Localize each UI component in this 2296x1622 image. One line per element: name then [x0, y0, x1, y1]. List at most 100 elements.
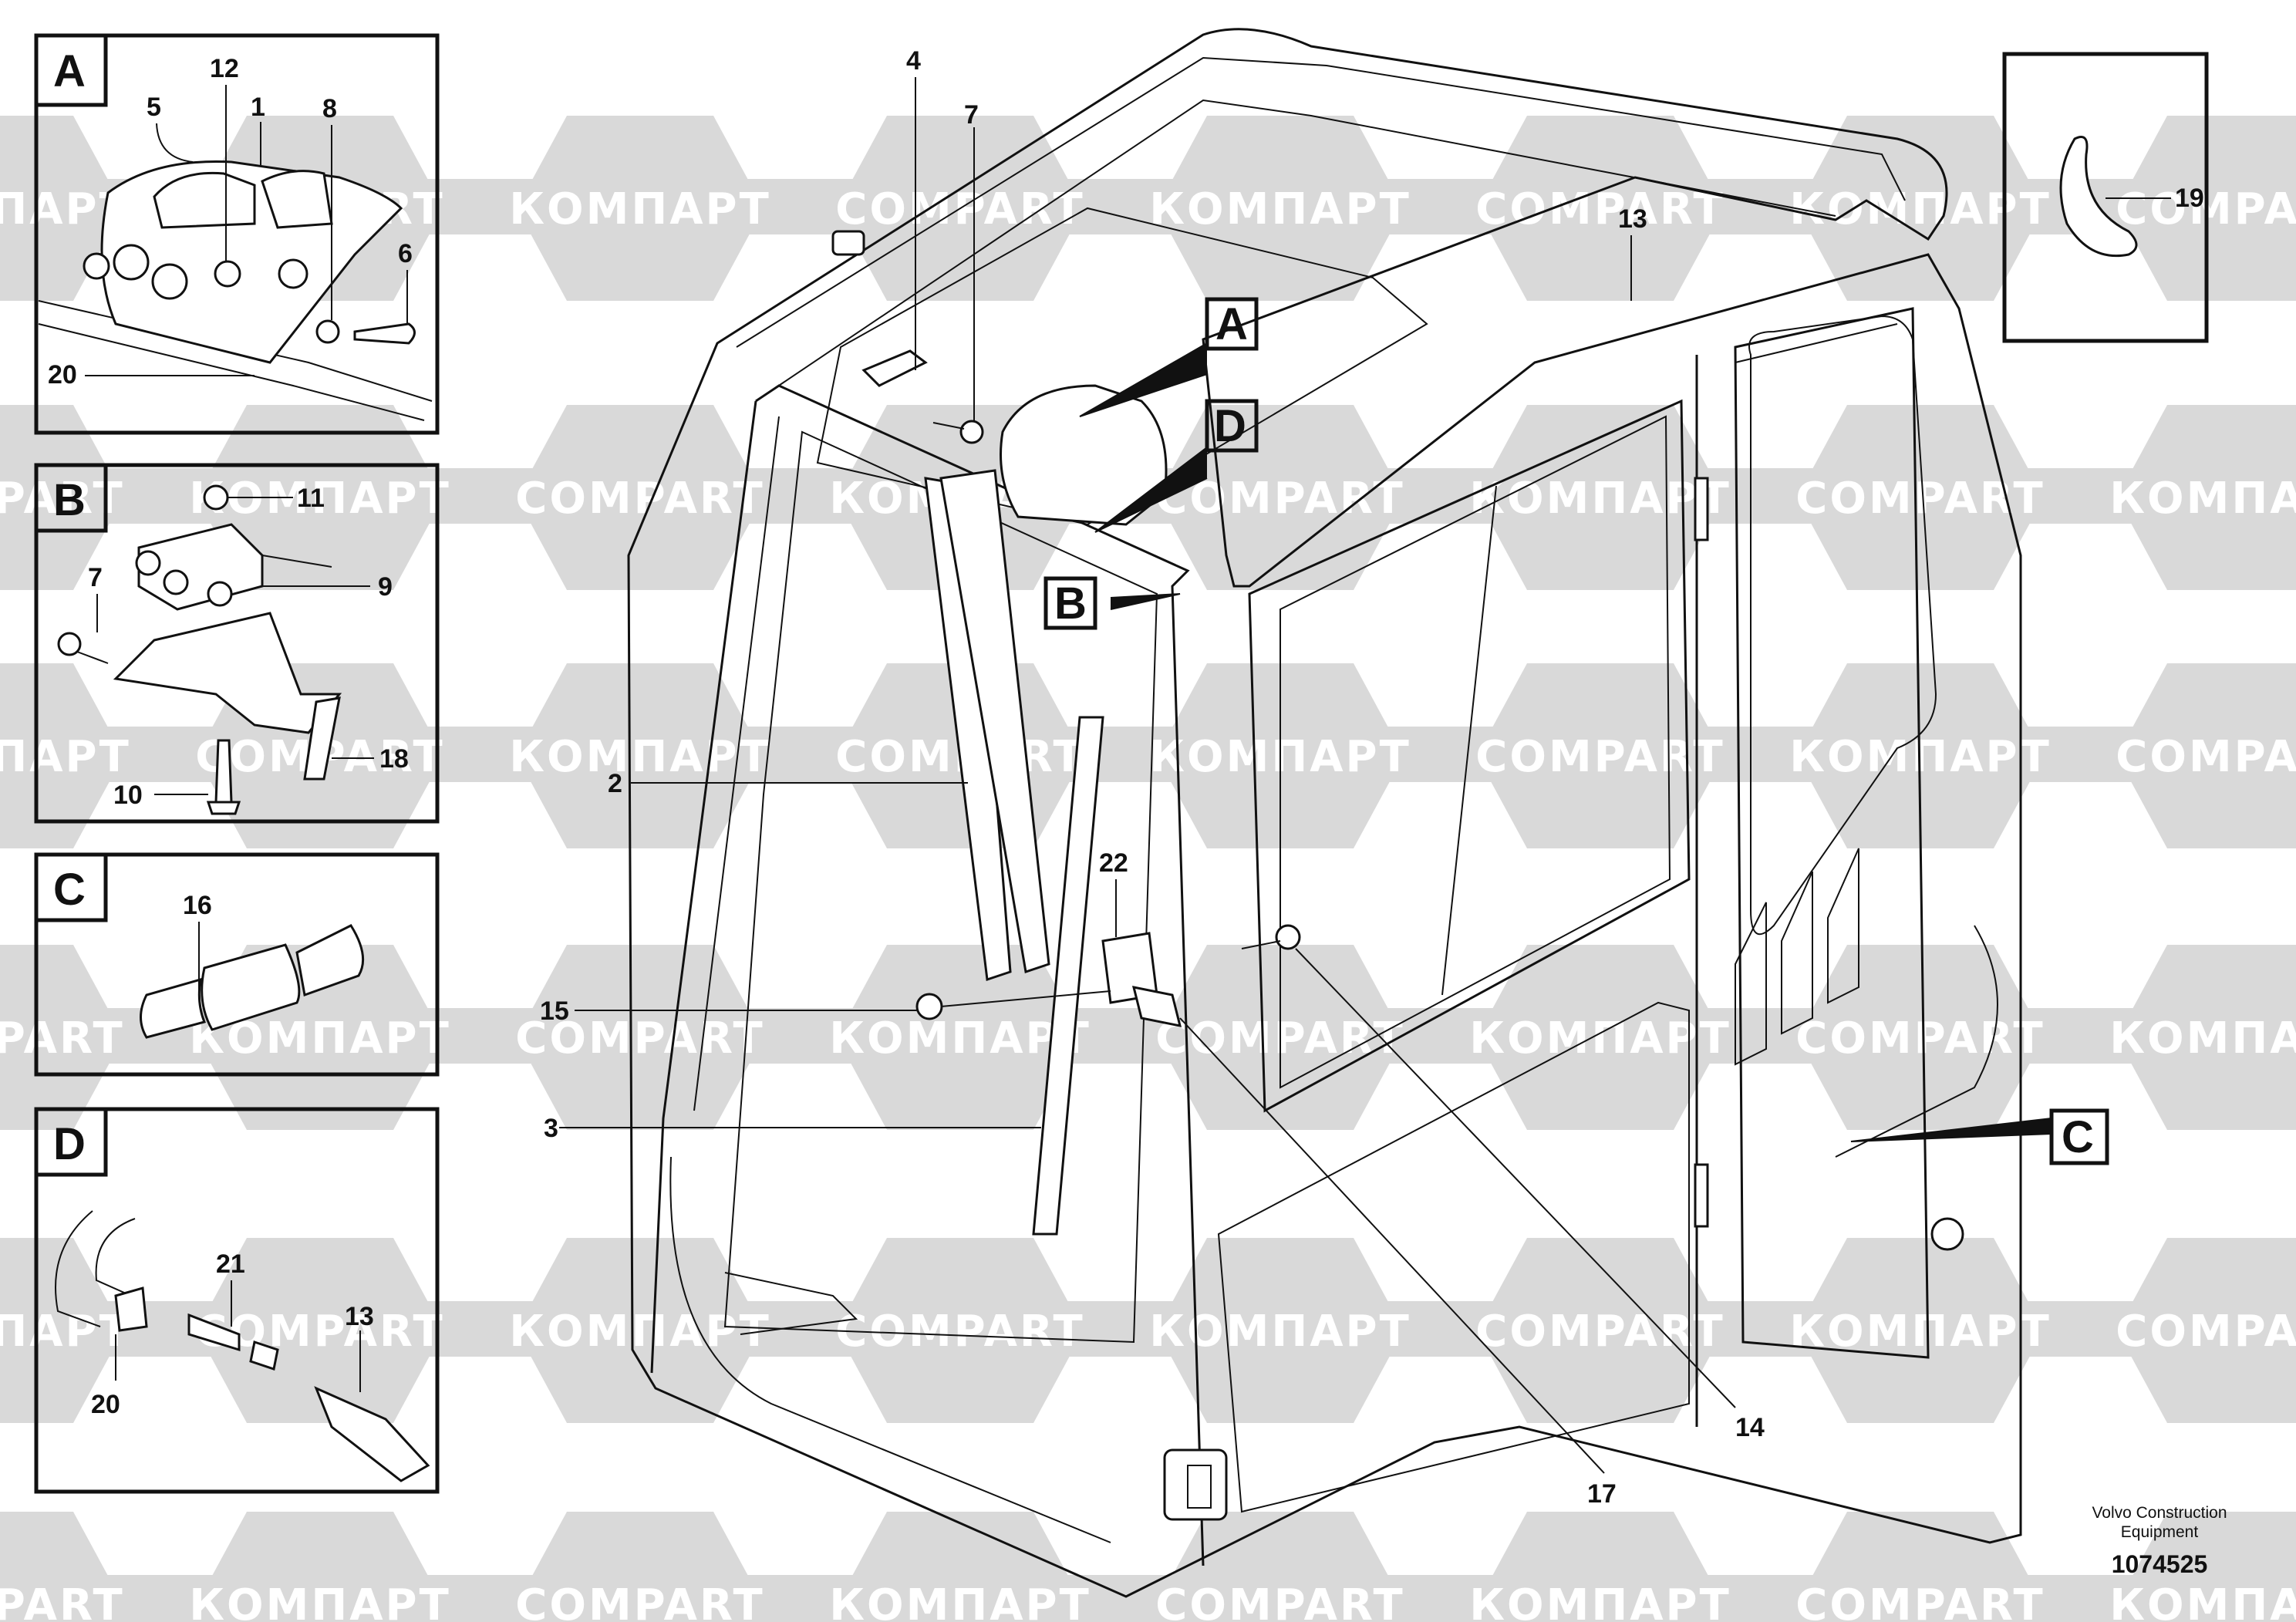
cab-drawing [627, 28, 2022, 1598]
detail-panel-b: B 11 9 7 18 10 [34, 463, 440, 824]
watermark-text: КОМПАРТ [509, 732, 771, 782]
detail-panel-d: D 21 13 20 [34, 1107, 440, 1494]
panel-b-callout-9: 9 [378, 572, 393, 602]
watermark-badge: COMPART [455, 405, 825, 590]
watermark-badge: COMPART [1095, 405, 1465, 590]
panel-d-callout-20: 20 [91, 1390, 120, 1419]
watermark-badge: КОМПАРТ [1415, 1512, 1785, 1622]
panel-a-callout-6: 6 [398, 239, 413, 268]
watermark-badge: КОМПАРТ [455, 116, 825, 301]
brand-line-1: Volvo Construction [2092, 1504, 2227, 1522]
watermark-text: COMPART [1155, 1580, 1404, 1622]
brand-line-2: Equipment [2121, 1523, 2199, 1541]
watermark-text: КОМПАРТ [1789, 1307, 2052, 1357]
panel-c-callout-16: 16 [183, 891, 212, 920]
panel-b-callout-7: 7 [88, 563, 103, 592]
panel-b-callout-18: 18 [379, 744, 409, 774]
panel-a-callout-5: 5 [147, 93, 161, 122]
ref-letter-a: A [1215, 299, 1248, 349]
detail-panel-c: C 16 [34, 852, 440, 1077]
watermark-text: COMPART [1475, 1307, 1725, 1357]
watermark-text: COMPART [515, 1013, 764, 1064]
watermark-text: КОМПАРТ [2109, 474, 2296, 524]
watermark-badge: COMPART [1735, 1512, 2106, 1622]
watermark-badge: КОМПАРТ [1415, 405, 1785, 590]
watermark-text: КОМПАРТ [1149, 732, 1411, 782]
watermark-badge: КОМПАРТ [455, 1238, 825, 1423]
watermark-badge: COMPART [0, 945, 185, 1130]
watermark-badge: COMPART [1735, 405, 2106, 590]
watermark-text: КОМПАРТ [1469, 474, 1731, 524]
watermark-text: КОМПАРТ [0, 732, 131, 782]
watermark-badge: КОМПАРТ [1415, 945, 1785, 1130]
panel-letter-c: C [53, 865, 86, 915]
watermark-badge: COMPART [2055, 663, 2296, 848]
main-leaders [559, 77, 2052, 1474]
watermark-text: КОМПАРТ [1469, 1013, 1731, 1064]
watermark-badge: COMPART [455, 945, 825, 1130]
watermark-text: COMPART [1795, 1013, 2045, 1064]
watermark-text: COMPART [1155, 1013, 1404, 1064]
watermark-text: COMPART [1475, 184, 1725, 234]
panel-a-callout-12: 12 [210, 54, 239, 83]
watermark-text: COMPART [1475, 732, 1725, 782]
watermark-text: COMPART [515, 474, 764, 524]
footer: Volvo Construction Equipment 1074525 [2092, 1504, 2227, 1578]
watermark-text: КОМПАРТ [189, 474, 451, 524]
callout-2: 2 [608, 769, 622, 798]
watermark-badge: КОМПАРТ [135, 1512, 505, 1622]
callout-15: 15 [540, 996, 569, 1026]
watermark-text: КОМПАРТ [829, 1580, 1091, 1622]
callout-4: 4 [906, 46, 921, 76]
panel-letter-b: B [53, 475, 86, 525]
callout-17: 17 [1587, 1479, 1617, 1509]
watermark-text: COMPART [1795, 474, 2045, 524]
panel-letter-a: A [53, 46, 86, 96]
watermark-badge: COMPART [1095, 1512, 1465, 1622]
panel-d-callout-21: 21 [216, 1249, 245, 1279]
watermark-text: КОМПАРТ [0, 1307, 131, 1357]
ref-letter-c: C [2062, 1112, 2094, 1162]
watermark-text: COMPART [2116, 732, 2296, 782]
panel-a-callout-8: 8 [322, 94, 337, 123]
watermark-badge: COMPART [1735, 945, 2106, 1130]
watermark-badge: COMPART [1415, 1238, 1785, 1423]
watermark-badge: КОМПАРТ [455, 663, 825, 848]
watermark-badge: КОМПАРТ [775, 1512, 1145, 1622]
callout-22: 22 [1099, 848, 1128, 878]
watermark-badge: КОМПАРТ [135, 405, 505, 590]
panel-a-callout-20: 20 [48, 360, 77, 389]
watermark-text: КОМПАРТ [1149, 184, 1411, 234]
watermark-badge: КОМПАРТ [2055, 1512, 2296, 1622]
watermark-badge: КОМПАРТ [1735, 1238, 2106, 1423]
watermark-text: КОМПАРТ [1789, 184, 2052, 234]
watermark-text: КОМПАРТ [1469, 1580, 1731, 1622]
inset-callout-19: 19 [2175, 184, 2204, 213]
watermark-badge: КОМПАРТ [1095, 1238, 1465, 1423]
watermark-text: COMPART [0, 474, 125, 524]
watermark-text: КОМПАРТ [1149, 1307, 1411, 1357]
watermark-badge: КОМПАРТ [2055, 945, 2296, 1130]
watermark-badge: КОМПАРТ [1095, 116, 1465, 301]
main-callouts: 4 7 13 2 22 15 3 14 17 [540, 46, 1765, 1509]
watermark-text: COMPART [2116, 1307, 2296, 1357]
callout-7: 7 [964, 100, 979, 130]
drawing-number: 1074525 [2112, 1550, 2208, 1578]
ref-letter-d: D [1214, 401, 1246, 451]
watermark-text: COMPART [0, 1013, 125, 1064]
watermark-text: КОМПАРТ [2109, 1580, 2296, 1622]
watermark-badge: COMPART [2055, 1238, 2296, 1423]
panel-d-callout-13: 13 [345, 1302, 374, 1331]
inset-top-right: 19 [2002, 52, 2209, 343]
panel-b-callout-10: 10 [113, 781, 143, 810]
callout-3: 3 [544, 1114, 558, 1143]
watermark-text: КОМПАРТ [509, 184, 771, 234]
watermark-text: КОМПАРТ [2109, 1013, 2296, 1064]
watermark-badge: COMPART [135, 1238, 505, 1423]
watermark-text: COMPART [0, 1580, 125, 1622]
watermark-badge: КОМПАРТ [1735, 116, 2106, 301]
reference-boxes: A D B C [1043, 297, 2109, 1165]
watermark-badge: COMPART [455, 1512, 825, 1622]
watermark-text: COMPART [1795, 1580, 2045, 1622]
